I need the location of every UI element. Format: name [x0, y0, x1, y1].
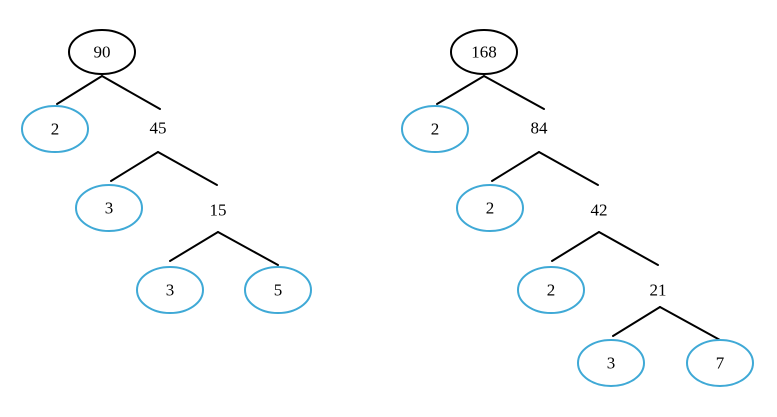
prime-circle [75, 184, 143, 232]
prime-circle [401, 105, 469, 153]
node-label: 5 [274, 281, 283, 300]
prime-circle [21, 105, 89, 153]
prime-node: 7 [686, 339, 754, 387]
prime-circle [244, 266, 312, 314]
prime-node: 3 [577, 339, 645, 387]
root-node-168: 168 [450, 29, 518, 75]
composite-node-label: 42 [591, 201, 608, 220]
branch-21-to-7 [659, 306, 721, 341]
branch-168-to-2 [436, 75, 485, 105]
composite-node-label: 45 [150, 119, 167, 138]
prime-node: 3 [75, 184, 143, 232]
prime-node: 2 [401, 105, 469, 153]
node-label: 2 [547, 281, 556, 300]
branch-42-to-2 [551, 231, 600, 262]
node-label: 168 [471, 43, 497, 62]
prime-node: 2 [456, 184, 524, 232]
composite-node-label: 84 [531, 119, 549, 138]
node-label: 2 [431, 120, 440, 139]
node-label: 3 [607, 354, 616, 373]
root-node-90: 90 [68, 29, 136, 75]
branch-15-to-5 [217, 231, 279, 266]
branch-84-to-2 [491, 151, 540, 182]
prime-circle [456, 184, 524, 232]
node-label: 2 [51, 120, 60, 139]
branch-168-to-84 [483, 75, 545, 110]
prime-circle [517, 266, 585, 314]
branch-90-to-45 [101, 75, 161, 110]
node-label: 3 [166, 281, 175, 300]
branch-15-to-3 [169, 231, 219, 262]
prime-node: 5 [244, 266, 312, 314]
branch-21-to-3 [612, 306, 661, 337]
node-label: 3 [105, 199, 114, 218]
root-circle [68, 29, 136, 75]
branch-45-to-3 [110, 151, 159, 182]
composite-node-label: 21 [650, 281, 667, 300]
root-circle [450, 29, 518, 75]
node-label: 2 [486, 199, 495, 218]
composite-node-label: 15 [210, 201, 227, 220]
branch-42-to-21 [598, 231, 659, 266]
node-label: 7 [716, 354, 725, 373]
prime-node: 2 [21, 105, 89, 153]
prime-node: 3 [136, 266, 204, 314]
node-label: 90 [94, 43, 111, 62]
branch-84-to-42 [538, 151, 599, 186]
factor-tree-168: 168 2 84 2 42 2 21 3 7 [401, 29, 754, 387]
prime-circle [577, 339, 645, 387]
branch-90-to-2 [56, 75, 103, 105]
branch-45-to-15 [157, 151, 218, 186]
prime-circle [686, 339, 754, 387]
prime-circle [136, 266, 204, 314]
prime-node: 2 [517, 266, 585, 314]
factor-tree-90: 90 2 45 3 15 3 5 [21, 29, 312, 314]
